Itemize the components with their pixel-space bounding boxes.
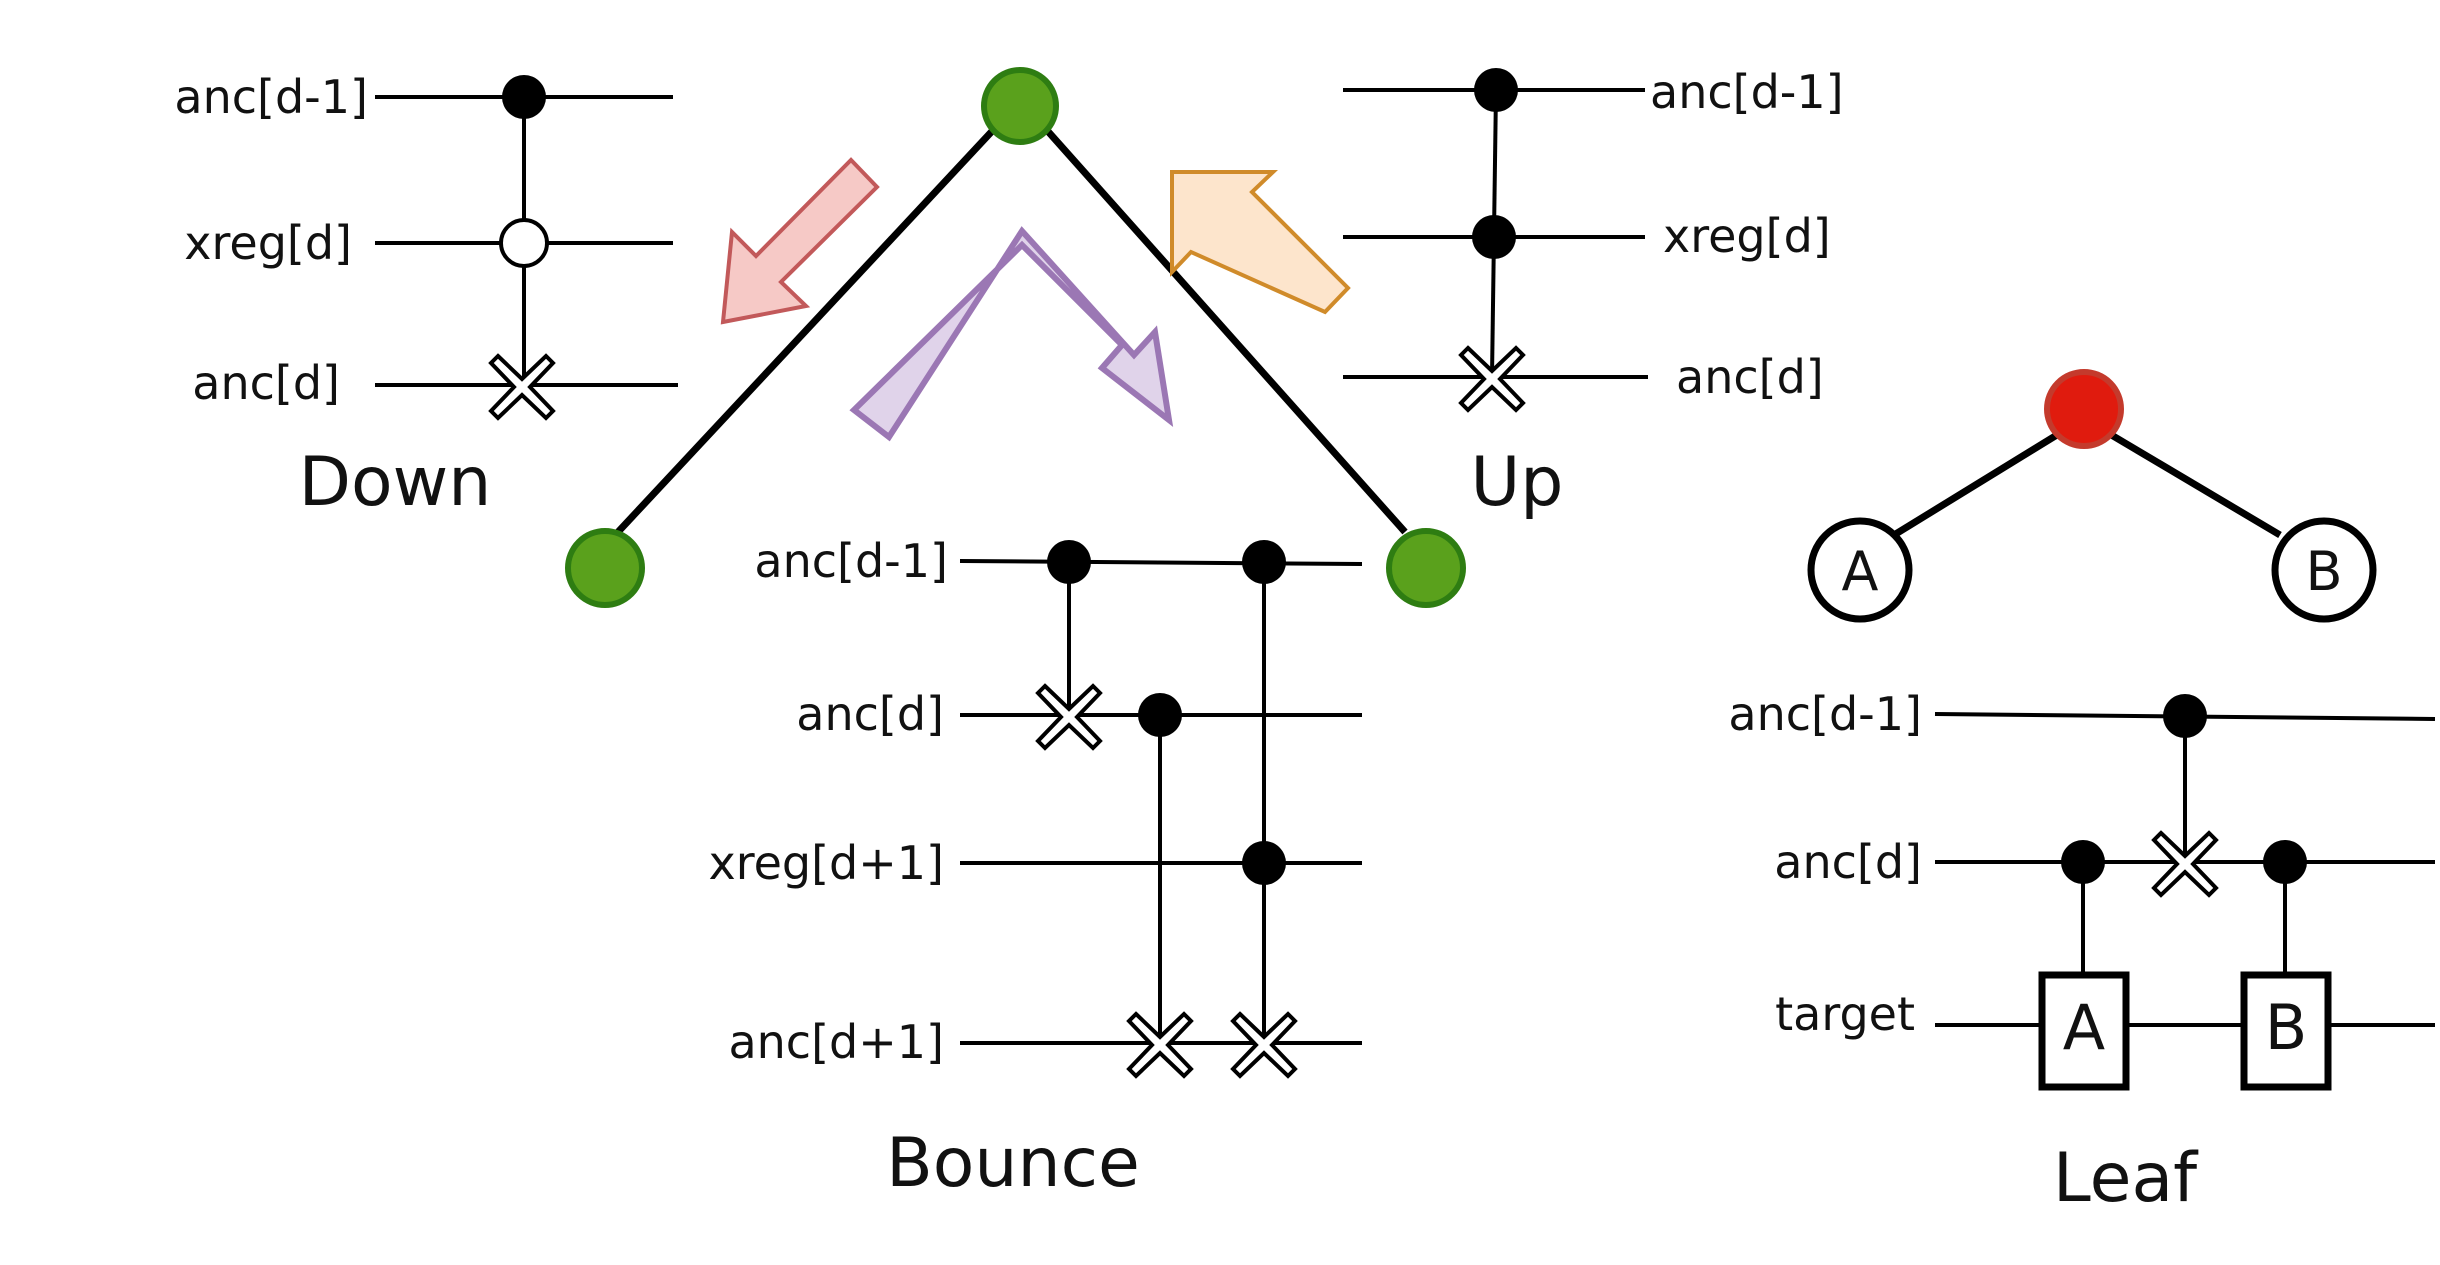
up-wire-label-0: anc[d-1]: [1650, 65, 1844, 119]
leaf-child-a: [1807, 517, 1913, 623]
leaf-gate-b-label: B: [2265, 991, 2308, 1064]
bounce-control-2: [1138, 693, 1182, 737]
bounce-circuit: anc[d-1] anc[d] xreg[d+1] anc[d+1] Bounc…: [708, 534, 1363, 1203]
bounce-wire-label-0: anc[d-1]: [754, 534, 948, 588]
down-wire-label-1: xreg[d]: [184, 216, 352, 270]
leaf-gate-b: [2240, 971, 2332, 1091]
up-arrow: [1170, 170, 1351, 315]
leaf-circuit: A B anc[d-1] anc[d] target Leaf: [1728, 687, 2436, 1218]
bounce-caption: Bounce: [886, 1124, 1140, 1203]
root-node: [981, 67, 1059, 145]
bounce-wire-label-1: anc[d]: [796, 687, 944, 741]
leaf-edge-left: [1892, 427, 2067, 538]
left-child-node: [565, 528, 645, 608]
leaf-control-2: [2263, 840, 2307, 884]
leaf-tree: A B: [1807, 369, 2377, 623]
bounce-control-1: [1242, 540, 1286, 584]
leaf-child-b: [2271, 517, 2377, 623]
leaf-wire-label-0: anc[d-1]: [1728, 687, 1922, 741]
leaf-child-b-label: B: [2305, 540, 2342, 603]
leaf-edge-right: [2101, 426, 2282, 539]
tree-edges: [615, 125, 1408, 535]
leaf-caption: Leaf: [2053, 1139, 2199, 1218]
bounce-wire-label-3: anc[d+1]: [728, 1015, 944, 1069]
down-circuit: anc[d-1] xreg[d] anc[d] Down: [174, 70, 678, 522]
up-circuit: anc[d-1] xreg[d] anc[d] Up: [1343, 65, 1844, 522]
down-wire-label-0: anc[d-1]: [174, 70, 368, 124]
bounce-wire-label-2: xreg[d+1]: [708, 836, 944, 890]
edge-root-left: [615, 125, 998, 535]
down-control-open: [499, 218, 549, 268]
leaf-wire-label-1: anc[d]: [1774, 835, 1922, 889]
bounce-wire-0: [959, 559, 1363, 566]
leaf-gate-a: [2038, 971, 2130, 1091]
edge-root-right: [1042, 125, 1408, 535]
down-wire-label-2: anc[d]: [192, 356, 340, 410]
up-control-filled-1: [1472, 215, 1516, 259]
bounce-control-3: [1242, 841, 1286, 885]
right-child-node: [1386, 528, 1466, 608]
up-control-filled-0: [1474, 68, 1518, 112]
leaf-control-0: [2163, 694, 2207, 738]
leaf-root-node: [2044, 369, 2124, 449]
bounce-control-0: [1047, 540, 1091, 584]
leaf-control-1: [2061, 840, 2105, 884]
up-wire-label-1: xreg[d]: [1663, 209, 1831, 263]
down-control-filled: [502, 75, 546, 119]
leaf-gate-a-label: A: [2063, 991, 2105, 1064]
down-caption: Down: [299, 443, 492, 522]
leaf-wire-label-2: target: [1775, 987, 1915, 1041]
up-wire-label-2: anc[d]: [1676, 350, 1824, 404]
bounce-arrow: [849, 226, 1174, 442]
up-caption: Up: [1471, 443, 1564, 522]
down-arrow: [720, 157, 880, 325]
leaf-child-a-label: A: [1842, 540, 1879, 603]
